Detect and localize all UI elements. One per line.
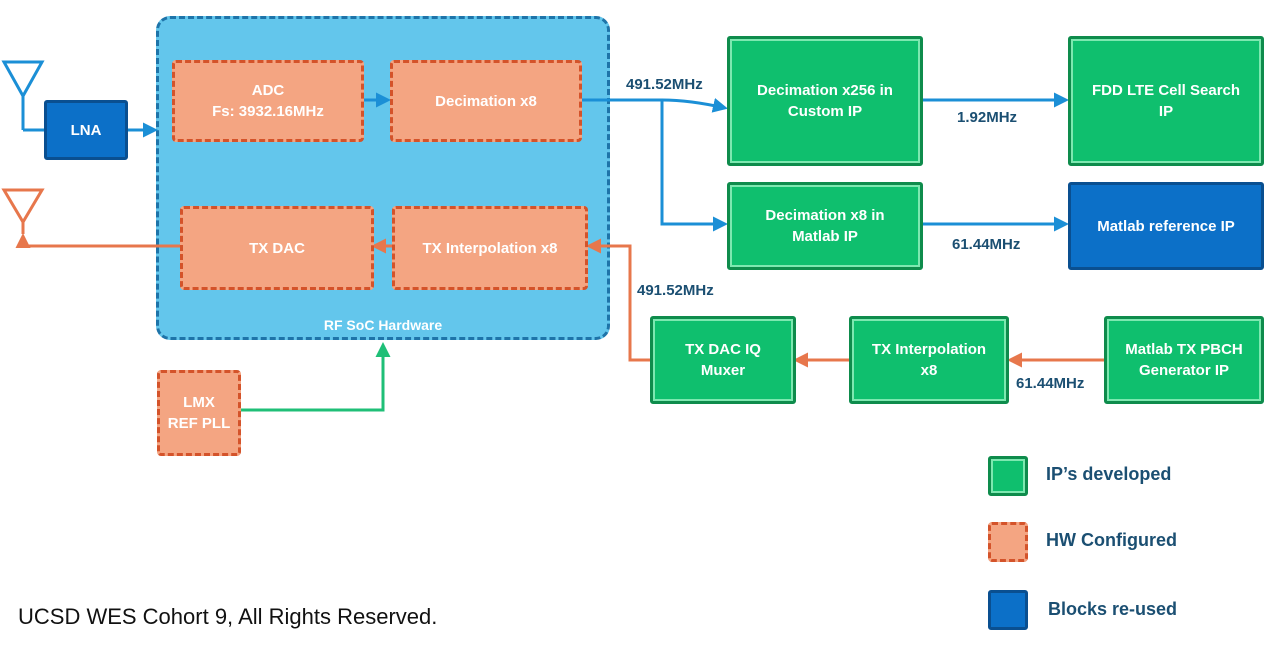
legend-label-developed: IP’s developed xyxy=(1046,464,1172,484)
pbch-label-line1: Matlab TX PBCH xyxy=(1125,341,1243,358)
pbch-rate-label: 61.44MHz xyxy=(1016,375,1085,392)
fdd-label-line2: IP xyxy=(1158,103,1174,120)
legend-label-reused: Blocks re-used xyxy=(1048,599,1178,619)
tx-interp-ip-label-line2: x8 xyxy=(920,362,938,379)
adc-label-line2: Fs: 3932.16MHz xyxy=(212,103,324,120)
copyright-text: UCSD WES Cohort 9, All Rights Reserved. xyxy=(18,604,438,629)
tx-rate-label: 491.52MHz xyxy=(637,282,714,299)
wire-decimation-to-dec8-matlab xyxy=(660,100,728,232)
rx-antenna-icon xyxy=(1,60,45,132)
adc-label-line1: ADC xyxy=(251,82,285,99)
wire-lmx-to-rfsoc xyxy=(241,342,391,412)
adc-block[interactable]: ADC Fs: 3932.16MHz xyxy=(172,60,364,142)
fdd-lte-cell-search-ip-block[interactable]: FDD LTE Cell Search IP xyxy=(1068,36,1264,166)
lmx-label-line2: REF PLL xyxy=(167,415,231,432)
matlab-reference-ip-block[interactable]: Matlab reference IP xyxy=(1068,182,1264,270)
decimation-x8-matlab-ip-block[interactable]: Decimation x8 in Matlab IP xyxy=(727,182,923,270)
wire-txdac-to-antenna xyxy=(15,233,180,248)
dec8-matlab-label-line1: Decimation x8 in xyxy=(765,207,885,224)
fdd-label-line1: FDD LTE Cell Search xyxy=(1091,82,1241,99)
matlab-tx-pbch-generator-ip-block[interactable]: Matlab TX PBCH Generator IP xyxy=(1104,316,1264,404)
lmx-label-line1: LMX xyxy=(183,394,215,411)
tx-antenna-icon xyxy=(1,188,45,234)
muxer-label-line1: TX DAC IQ xyxy=(685,341,761,358)
tx-dac-label: TX DAC xyxy=(249,239,305,257)
tx-interp-ip-label-line1: TX Interpolation xyxy=(871,341,987,358)
dec256-label-line2: Custom IP xyxy=(787,103,863,120)
tx-interpolation-hw-block[interactable]: TX Interpolation x8 xyxy=(392,206,588,290)
rx-rate-label: 491.52MHz xyxy=(626,76,703,93)
tx-dac-block[interactable]: TX DAC xyxy=(180,206,374,290)
muxer-label-line2: Muxer xyxy=(700,362,746,379)
decimation-x256-custom-ip-block[interactable]: Decimation x256 in Custom IP xyxy=(727,36,923,166)
legend-swatch-developed xyxy=(988,456,1028,496)
tx-interpolation-hw-label: TX Interpolation x8 xyxy=(422,239,558,257)
lna-block[interactable]: LNA xyxy=(44,100,128,160)
lna-label: LNA xyxy=(70,121,102,139)
matlab-ref-rate-label: 61.44MHz xyxy=(952,236,1021,253)
tx-dac-iq-muxer-block[interactable]: TX DAC IQ Muxer xyxy=(650,316,796,404)
decimation-x8-label: Decimation x8 xyxy=(435,92,537,110)
legend-swatch-reused xyxy=(988,590,1028,630)
wire-decimation-to-dec256 xyxy=(582,98,728,113)
dec8-matlab-label-line2: Matlab IP xyxy=(792,228,858,245)
decimation-x8-block[interactable]: Decimation x8 xyxy=(390,60,582,142)
pbch-label-line2: Generator IP xyxy=(1138,362,1230,379)
lmx-ref-pll-block[interactable]: LMX REF PLL xyxy=(157,370,241,456)
tx-interpolation-ip-block[interactable]: TX Interpolation x8 xyxy=(849,316,1009,404)
legend-swatch-hw-configured xyxy=(988,522,1028,562)
rfsoc-label: RF SoC Hardware xyxy=(323,317,443,333)
legend-label-hw-configured: HW Configured xyxy=(1046,530,1177,550)
wire-muxer-to-txinterp xyxy=(586,238,652,362)
matlab-ref-label: Matlab reference IP xyxy=(1097,217,1235,235)
cell-search-rate-label: 1.92MHz xyxy=(957,109,1018,126)
dec256-label-line1: Decimation x256 in xyxy=(757,82,893,99)
